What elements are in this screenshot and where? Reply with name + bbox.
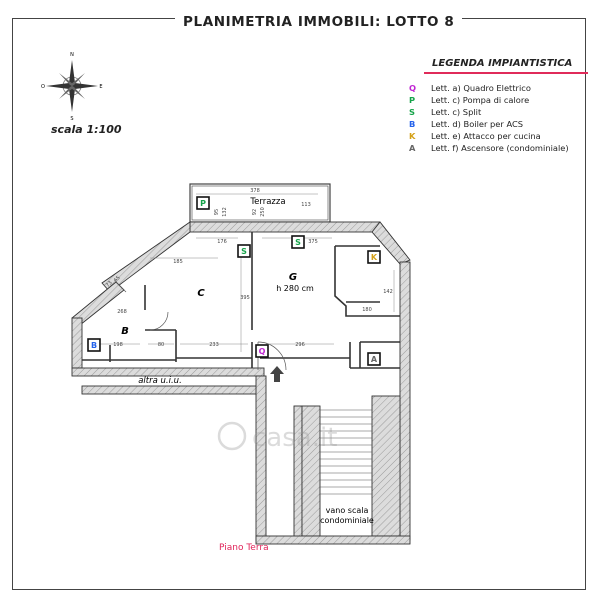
walls <box>71 221 411 545</box>
legend-desc: Lett. f) Ascensore (condominiale) <box>431 143 569 153</box>
marker-k: K <box>367 250 381 264</box>
legend-code: A <box>409 143 416 153</box>
dim-73: 73 <box>105 280 114 289</box>
dim-185: 185 <box>173 259 183 265</box>
entrance-arrow-icon <box>270 366 284 382</box>
page-title: PLANIMETRIA IMMOBILI: LOTTO 8 <box>175 14 463 30</box>
stair-label-1: vano scala <box>326 506 369 515</box>
floor-label: Piano Terra <box>219 543 269 553</box>
marker-p: P <box>196 196 210 210</box>
marker-s1: S <box>237 244 251 258</box>
watermark: casa.it <box>217 421 337 453</box>
legend-desc: Lett. c) Pompa di calore <box>431 95 530 105</box>
legend-item-s: S Lett. c) Split <box>409 106 569 118</box>
marker-b: B <box>87 338 101 352</box>
scale-label: scala 1:100 <box>51 123 122 136</box>
interior-walls <box>82 232 400 369</box>
dim-268: 268 <box>117 309 127 315</box>
legend-desc: Lett. c) Split <box>431 107 482 117</box>
terrace-label: Terrazza <box>249 197 285 207</box>
room-label-c: C <box>197 288 205 299</box>
marker-a: A <box>367 352 381 366</box>
stair-label-2: condominiale <box>320 516 374 525</box>
legend-code: P <box>409 95 416 105</box>
marker-s2-label: S <box>295 238 301 247</box>
dim-250: 250 <box>260 207 266 217</box>
legend-item-k: K Lett. e) Attacco per cucina <box>409 130 569 142</box>
dim-176: 176 <box>217 239 227 245</box>
marker-p-label: P <box>200 199 206 208</box>
dim-296: 296 <box>295 342 305 348</box>
dim-142: 142 <box>383 289 393 295</box>
legend-code: B <box>409 119 416 129</box>
legend-title: LEGENDA IMPIANTISTICA <box>432 58 573 69</box>
dim-132: 132 <box>222 207 228 217</box>
compass-s: S <box>70 116 73 122</box>
dim-92: 92 <box>252 209 258 215</box>
legend-code: K <box>409 131 416 141</box>
compass-e: E <box>99 84 102 90</box>
legend-code: Q <box>409 83 417 93</box>
marker-b-label: B <box>91 341 97 350</box>
marker-a-label: A <box>371 355 378 364</box>
compass-rose-icon: N S E O <box>41 52 103 122</box>
watermark-text: casa.it <box>252 423 337 453</box>
dim-198: 198 <box>113 342 123 348</box>
legend-item-q: Q Lett. a) Quadro Elettrico <box>409 82 569 94</box>
dimension-lines <box>96 193 395 352</box>
legend-item-p: P Lett. c) Pompa di calore <box>409 94 569 106</box>
marker-s1-label: S <box>241 247 247 256</box>
room-height: h 280 cm <box>276 284 314 293</box>
other-unit-label: altra u.i.u. <box>138 376 182 386</box>
legend: Q Lett. a) Quadro Elettrico P Lett. c) Pom… <box>409 82 569 154</box>
marker-k-label: K <box>371 253 378 262</box>
legend-item-b: B Lett. d) Boiler per ACS <box>409 118 569 130</box>
legend-item-a: A Lett. f) Ascensore (condominiale) <box>409 142 569 154</box>
marker-q: Q <box>255 344 269 358</box>
dim-233: 233 <box>209 342 219 348</box>
legend-desc: Lett. a) Quadro Elettrico <box>431 83 531 93</box>
legend-desc: Lett. e) Attacco per cucina <box>431 131 541 141</box>
legend-desc: Lett. d) Boiler per ACS <box>431 119 524 129</box>
room-label-b: B <box>121 326 129 337</box>
dim-375: 375 <box>308 239 318 245</box>
legend-code: S <box>409 107 415 117</box>
dim-180: 180 <box>362 307 372 313</box>
dim-113: 113 <box>301 202 311 208</box>
marker-q-label: Q <box>259 347 266 356</box>
compass-o: O <box>41 84 45 90</box>
legend-rule <box>424 72 588 74</box>
room-label-g: G <box>289 272 297 283</box>
dim-395: 395 <box>240 295 250 301</box>
dim-65: 65 <box>113 275 122 284</box>
marker-s2: S <box>291 235 305 249</box>
dim-80: 80 <box>158 342 164 348</box>
stair <box>320 409 372 495</box>
dim-378: 378 <box>250 188 260 194</box>
compass-n: N <box>70 52 74 58</box>
dim-95: 95 <box>214 209 220 215</box>
